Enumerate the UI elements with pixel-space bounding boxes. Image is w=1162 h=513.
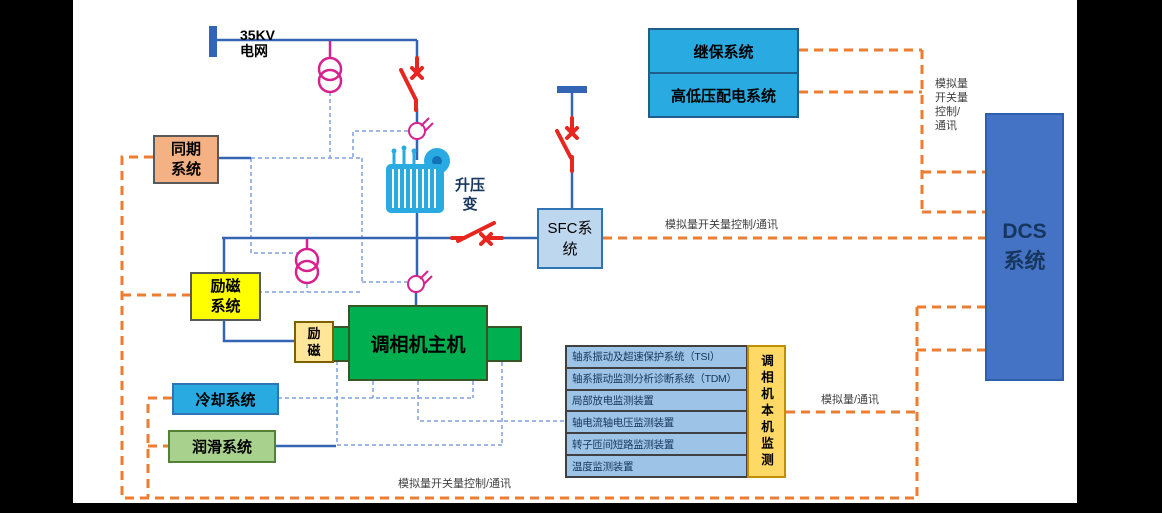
node-distribution-system: 高低压配电系统 <box>650 72 797 116</box>
pt1-icon <box>408 117 434 140</box>
machine-shaft <box>330 326 522 362</box>
busbar2-icon <box>557 86 587 93</box>
node-dcs-system: DCS 系统 <box>985 113 1064 381</box>
table-row: 轴系振动及超速保护系统（TSI） <box>572 351 721 364</box>
node-sfc-system: SFC系统 <box>537 208 603 269</box>
busbar-icon <box>209 26 217 57</box>
table-row: 轴电流轴电压监测装置 <box>567 410 746 432</box>
grid-35kv-label: 35KV 电网 <box>240 27 276 59</box>
pt2-icon <box>407 270 433 293</box>
monitoring-side-label: 调相机本机监测 <box>747 345 786 478</box>
disconnector-icon <box>450 221 504 246</box>
breaker2-icon <box>555 116 579 173</box>
blue-circuit-lines <box>217 38 574 448</box>
right-black-bar <box>1077 0 1162 513</box>
step-up-transformer-label: 升压 变 <box>454 177 485 213</box>
node-condenser-main-machine: 调相机主机 <box>348 305 488 381</box>
table-row: 转子匝间短路监测装置 <box>567 432 746 454</box>
bottom-link-label: 模拟量开关量控制/通讯 <box>398 478 512 490</box>
ct1-icon <box>317 41 343 94</box>
table-row: 温度监测装置 <box>567 454 746 476</box>
ct2-icon <box>294 239 320 285</box>
monitoring-table: 轴系振动及超速保护系统（TSI） 轴系振动监测分析诊断系统（TDM） 局部放电监… <box>565 345 748 478</box>
node-excitation-unit: 励磁 <box>294 321 334 363</box>
monitor-dcs-link-label: 模拟量/通讯 <box>821 394 880 406</box>
node-excitation-system: 励磁系统 <box>190 272 261 321</box>
top-right-link-label: 模拟量 开关量 控制/ 通讯 <box>935 78 968 132</box>
table-row: 局部放电监测装置 <box>567 388 746 411</box>
sfc-dcs-link-label: 模拟量开关量控制/通讯 <box>665 219 779 231</box>
bottom-black-bar <box>73 503 1077 513</box>
node-sync-system: 同期系统 <box>153 135 219 184</box>
orange-dashed-links <box>120 48 985 500</box>
node-cooling-system: 冷却系统 <box>172 383 279 415</box>
transformer-icon <box>386 145 450 213</box>
blue-dashed-signals <box>250 92 564 446</box>
table-row: 轴系振动监测分析诊断系统（TDM） <box>567 366 746 389</box>
node-relay-distribution-group: 继保系统 高低压配电系统 <box>648 28 799 118</box>
breaker-icon <box>399 56 424 112</box>
left-black-bar <box>0 0 73 513</box>
node-relay-system: 继保系统 <box>693 43 754 61</box>
node-lubrication-system: 润滑系统 <box>168 430 276 463</box>
